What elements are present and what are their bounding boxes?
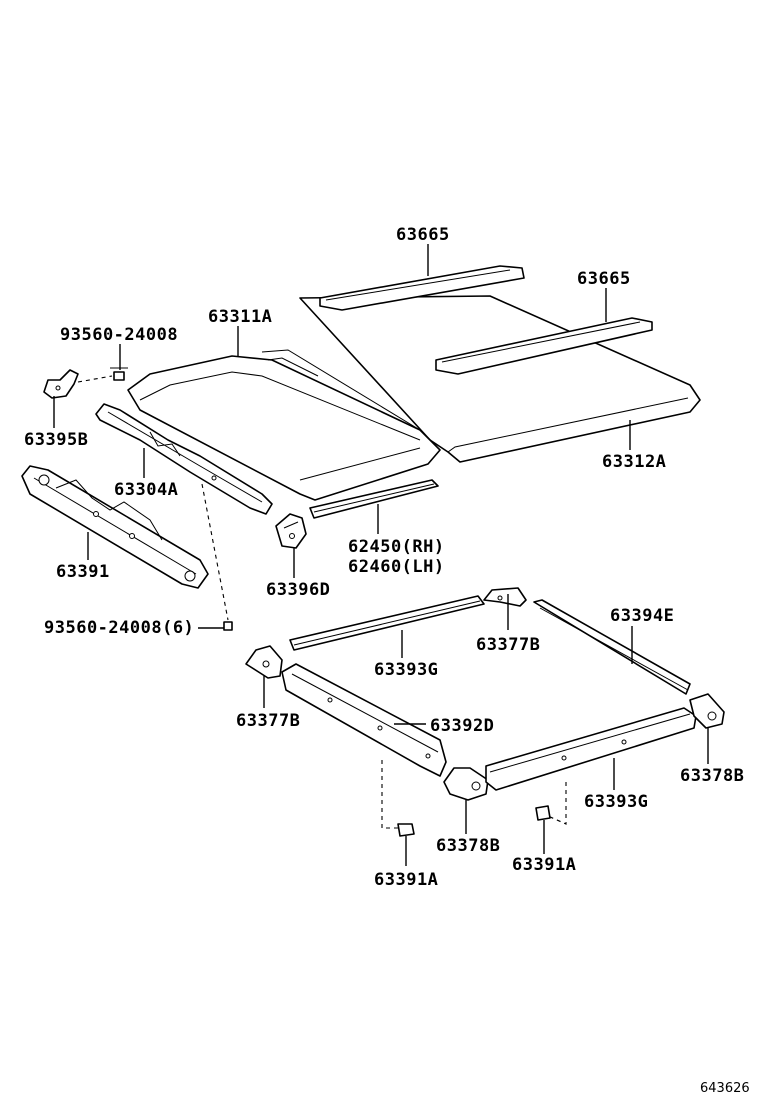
label-93560-24008: 93560-24008 [60,325,178,345]
label-63392d: 63392D [430,716,494,736]
label-63377b-top: 63377B [476,635,540,655]
label-63378b-right: 63378B [680,766,744,786]
label-63377b-left: 63377B [236,711,300,731]
label-93560-24008-6: 93560-24008(6) [44,618,194,638]
clip-63396d[interactable] [275,513,307,549]
fastener-63391a-right[interactable] [535,805,551,821]
reference-number: 643626 [700,1081,750,1096]
label-62450-rh: 62450(RH) [348,537,445,557]
corner-63377b-left[interactable] [245,645,283,679]
label-62460-lh: 62460(LH) [348,557,445,577]
label-63394e: 63394E [610,606,674,626]
side-rail-63393g-lower[interactable] [485,707,697,791]
screw-93560-6[interactable] [223,621,233,631]
corner-63377b-top[interactable] [483,587,527,607]
label-63378b-center: 63378B [436,836,500,856]
fastener-63391a-left[interactable] [397,823,415,837]
corner-63378b-right[interactable] [689,693,725,729]
label-63395b: 63395B [24,430,88,450]
side-rail-63393g-upper[interactable] [289,595,485,651]
label-63311a: 63311A [208,307,272,327]
label-63665-b: 63665 [577,269,631,289]
weatherstrip-side[interactable] [309,479,439,519]
bracket-63395b[interactable] [43,369,79,399]
front-roof-frame[interactable] [21,465,209,589]
corner-63378b-center[interactable] [443,767,489,801]
side-rail-63392d[interactable] [281,663,447,777]
label-63391a-right: 63391A [512,855,576,875]
label-63391: 63391 [56,562,110,582]
bolt-93560-top[interactable] [110,367,128,381]
front-header-rail[interactable] [95,403,273,515]
label-63665-a: 63665 [396,225,450,245]
label-63391a-left: 63391A [374,870,438,890]
roof-rail-lower[interactable] [435,317,653,375]
label-63396d: 63396D [266,580,330,600]
roof-panel-rear[interactable] [299,295,701,463]
side-rail-63394e[interactable] [533,599,691,695]
label-63393g-lower: 63393G [584,792,648,812]
roof-panel-front[interactable] [127,349,441,501]
label-63312a: 63312A [602,452,666,472]
roof-rail-upper[interactable] [319,265,525,311]
label-63393g-upper: 63393G [374,660,438,680]
label-63304a: 63304A [114,480,178,500]
